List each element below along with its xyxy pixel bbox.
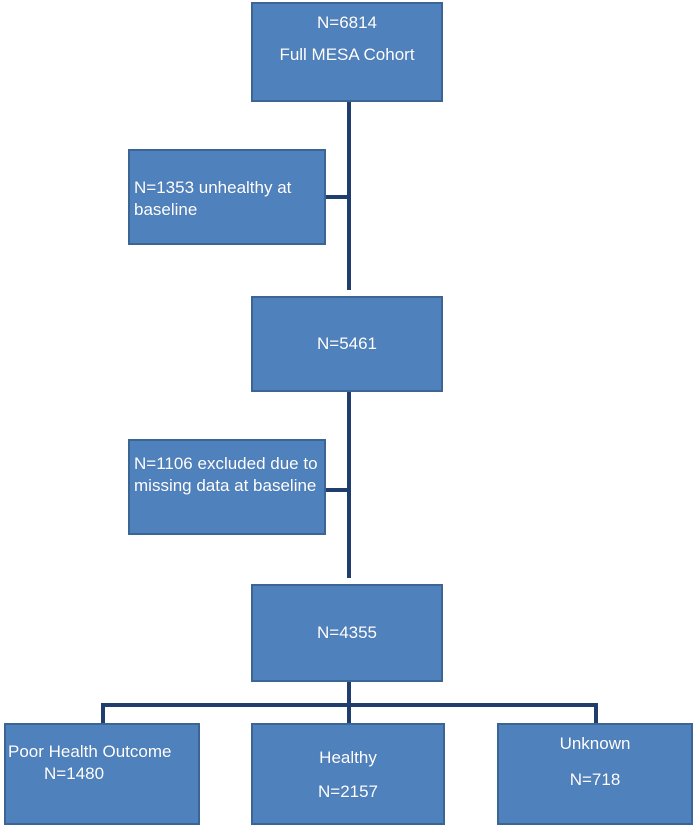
exclusion-2-box: N=1106 excluded due to missing data at b… [128, 439, 326, 535]
connector-to-poor-health [101, 703, 105, 723]
exclusion-2-text: N=1106 excluded due to missing data at b… [134, 454, 318, 495]
after-exclusion-1-box: N=5461 [251, 296, 443, 392]
full-cohort-label: Full MESA Cohort [279, 45, 415, 64]
analytic-sample-box: N=4355 [251, 584, 443, 682]
poor-health-outcome-box: Poor Health Outcome N=1480 [4, 723, 200, 825]
connector-to-unknown [594, 703, 598, 723]
poor-health-outcome-count: N=1480 [44, 764, 105, 783]
full-cohort-count: N=6814 [316, 13, 378, 32]
healthy-outcome-label: Healthy [319, 748, 377, 767]
connector-5461-to-4355 [347, 392, 351, 578]
poor-health-outcome-label: Poor Health Outcome [8, 742, 172, 761]
connector-to-healthy [347, 703, 351, 723]
analytic-sample-count: N=4355 [316, 623, 378, 642]
healthy-outcome-box: Healthy N=2157 [251, 723, 445, 825]
healthy-outcome-count: N=2157 [317, 782, 379, 801]
unknown-outcome-count: N=718 [569, 770, 621, 789]
unknown-outcome-box: Unknown N=718 [497, 723, 693, 825]
connector-4355-down [347, 682, 351, 706]
full-cohort-box: N=6814 Full MESA Cohort [251, 2, 443, 102]
connector-branch-exclusion-2 [326, 488, 350, 492]
after-exclusion-1-count: N=5461 [316, 334, 378, 353]
exclusion-1-box: N=1353 unhealthy at baseline [128, 149, 326, 245]
exclusion-1-text: N=1353 unhealthy at baseline [134, 178, 292, 219]
connector-branch-exclusion-1 [326, 195, 350, 199]
unknown-outcome-label: Unknown [559, 734, 631, 753]
